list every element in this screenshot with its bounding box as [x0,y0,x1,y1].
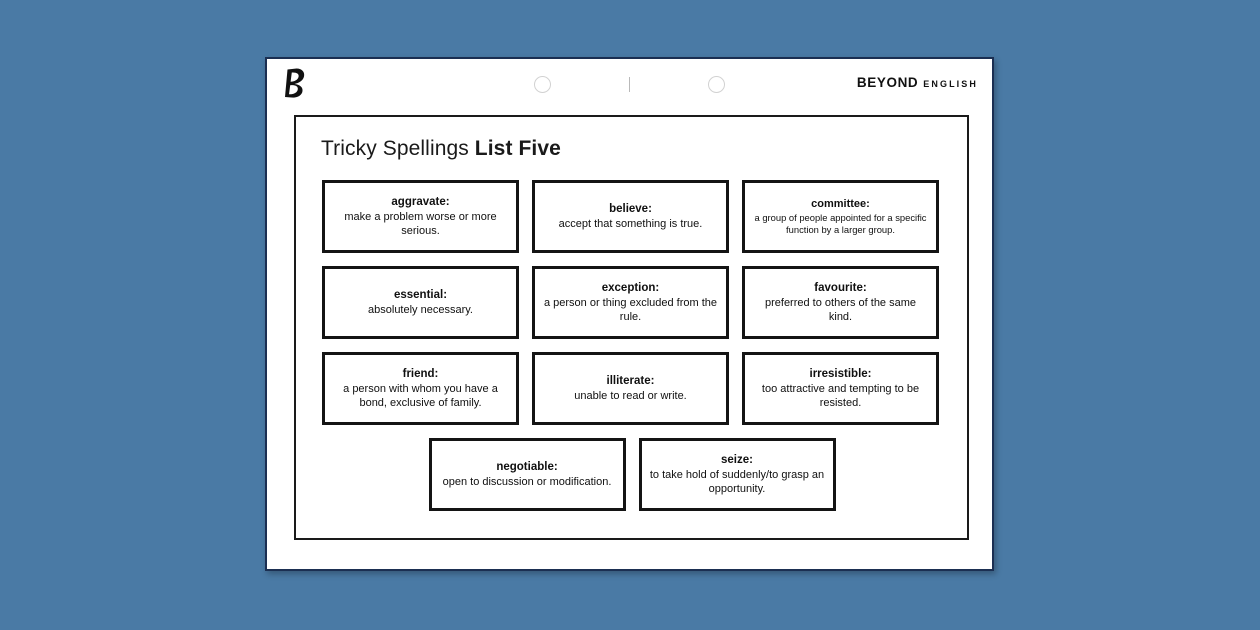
word-card[interactable]: irresistible: too attractive and tempting… [742,352,939,425]
word-card-definition: to take hold of suddenly/to grasp an opp… [649,469,825,496]
word-card[interactable]: illiterate: unable to read or write. [532,352,729,425]
word-card-definition: too attractive and tempting to be resist… [761,383,920,410]
page-title-regular: Tricky Spellings [321,137,475,160]
word-card-term: irresistible: [809,367,872,380]
worksheet-page: BEYOND ENGLISH Tricky Spellings List Fiv… [265,57,994,571]
word-card[interactable]: believe: accept that something is true. [532,180,729,253]
word-card-term: illiterate: [606,374,655,387]
word-card-term: seize: [721,453,753,466]
word-card-definition: absolutely necessary. [368,304,473,317]
word-card-definition: a group of people appointed for a specif… [754,211,927,236]
word-card-definition: unable to read or write. [574,390,687,403]
word-card-definition: a person or thing excluded from the rule… [543,297,718,324]
circle-marker-icon [708,76,726,93]
word-card[interactable]: seize: to take hold of suddenly/to grasp … [638,438,836,511]
word-card-term: favourite: [814,281,867,294]
word-card[interactable]: negotiable: open to discussion or modific… [428,438,626,511]
page-title-bold: List Five [474,137,561,160]
word-card-term: exception: [601,281,660,294]
page-header: BEYOND ENGLISH [267,59,992,113]
word-card-definition: preferred to others of the same kind. [764,297,917,324]
word-card-definition: open to discussion or modification. [442,476,612,489]
word-card-definition: a person with whom you have a bond, excl… [343,383,498,410]
card-row: friend: a person with whom you have a bon… [322,352,942,425]
brand-name-secondary: ENGLISH [923,79,978,89]
word-card[interactable]: exception: a person or thing excluded fro… [532,266,729,339]
word-card-definition: accept that something is true. [558,218,703,231]
word-card[interactable]: favourite: preferred to others of the sam… [742,266,939,339]
content-frame: Tricky Spellings List Five aggravate: mak… [294,115,969,540]
word-card-term: committee: [811,197,870,210]
tick-marker-icon [628,77,631,92]
word-card-term: negotiable: [496,460,558,473]
card-row: aggravate: make a problem worse or more s… [322,180,942,253]
word-card-definition: make a problem worse or more serious. [344,211,497,238]
word-card-term: aggravate: [391,195,450,208]
card-row: negotiable: open to discussion or modific… [322,438,942,511]
beyond-b-logo-icon [285,68,305,98]
word-card-term: essential: [393,288,448,301]
word-card[interactable]: friend: a person with whom you have a bon… [322,352,519,425]
brand-name: BEYOND ENGLISH [857,75,978,90]
word-card[interactable]: aggravate: make a problem worse or more s… [322,180,519,253]
card-row: essential: absolutely necessary. exception… [322,266,942,339]
card-grid: aggravate: make a problem worse or more s… [322,180,942,511]
word-card[interactable]: committee:a group of people appointed fo… [742,180,939,253]
word-card-term: believe: [609,202,652,215]
brand-name-primary: BEYOND [856,75,919,90]
page-title: Tricky Spellings List Five [321,137,967,161]
circle-marker-icon [533,76,551,93]
word-card[interactable]: essential: absolutely necessary. [322,266,519,339]
word-card-term: friend: [402,367,439,380]
